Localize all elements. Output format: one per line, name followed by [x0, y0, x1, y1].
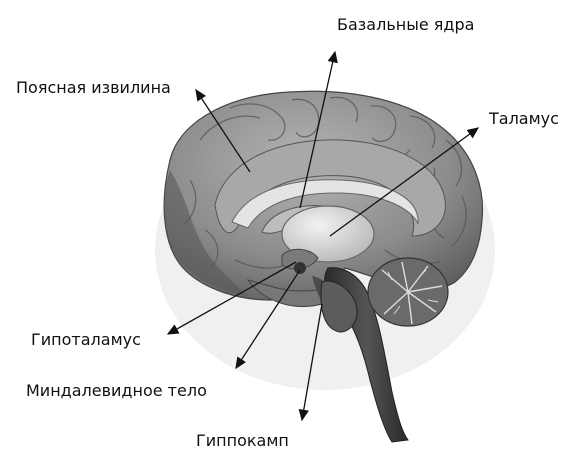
cerebellum [367, 257, 449, 327]
label-hypothalamus: Гипоталамус [31, 330, 141, 349]
label-thalamus: Таламус [488, 109, 559, 128]
arrow-basal-ganglia [299, 50, 338, 209]
label-cingulate-gyrus: Поясная извилина [16, 78, 171, 97]
corpus-callosum [231, 179, 419, 229]
label-basal-ganglia: Базальные ядра [337, 15, 474, 34]
amygdala-shape [294, 262, 306, 274]
label-hippocampus: Гиппокамп [196, 431, 289, 450]
cerebral-cortex [163, 90, 484, 301]
arrow-hippocampus [298, 303, 323, 422]
pointer-arrows [166, 50, 480, 422]
label-amygdala: Миндалевидное тело [26, 381, 207, 400]
arrow-cingulate-gyrus [195, 88, 251, 173]
arrow-amygdala [235, 269, 301, 370]
frontal-lobe-shade [164, 170, 248, 296]
pons [320, 280, 358, 333]
arrow-hypothalamus [166, 261, 297, 335]
arrow-thalamus [329, 127, 480, 237]
